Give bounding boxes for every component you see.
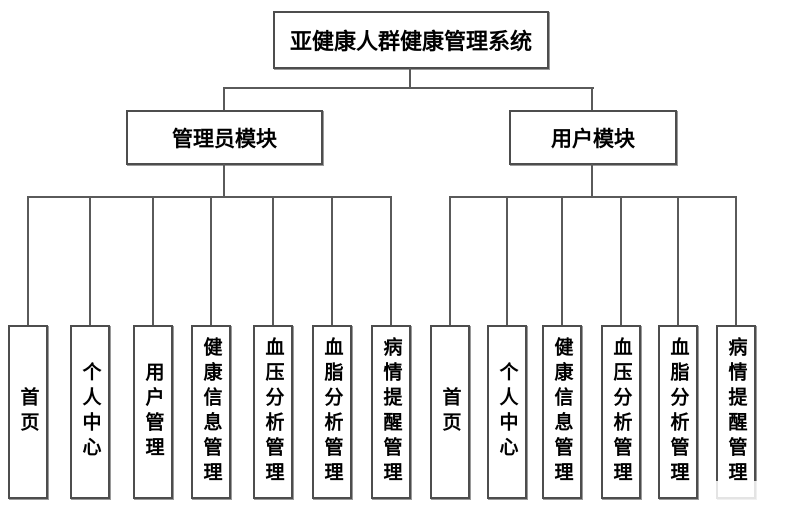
leaf-label: 健康信息管理 <box>551 337 573 487</box>
leaf-label: 首页 <box>17 387 39 437</box>
leaf-user-blood-lipid-analysis: 血脂分析管理 <box>658 325 698 499</box>
leaf-user-home: 首页 <box>430 325 470 499</box>
leaf-label: 个人中心 <box>496 362 518 462</box>
connector-drop <box>506 196 508 326</box>
connector-drop <box>561 196 563 326</box>
connector-drop <box>449 196 451 326</box>
connector-drop <box>390 196 392 326</box>
node-admin-module-label: 管理员模块 <box>172 126 277 151</box>
node-admin-module: 管理员模块 <box>126 110 323 165</box>
leaf-admin-blood-pressure-analysis: 血压分析管理 <box>253 325 293 499</box>
leaf-admin-home: 首页 <box>8 325 48 499</box>
watermark-wash <box>705 481 802 508</box>
connector-admin-bus <box>27 196 392 198</box>
leaf-user-illness-reminder-management: 病情提醒管理 <box>716 325 756 499</box>
node-root-system: 亚健康人群健康管理系统 <box>273 11 549 69</box>
leaf-label: 血脂分析管理 <box>321 337 343 487</box>
leaf-user-blood-pressure-analysis: 血压分析管理 <box>601 325 641 499</box>
connector-level1-bus <box>224 87 594 89</box>
node-user-module-label: 用户模块 <box>551 126 635 151</box>
leaf-label: 个人中心 <box>79 362 101 462</box>
leaf-label: 首页 <box>439 387 461 437</box>
leaf-admin-personal-center: 个人中心 <box>70 325 110 499</box>
leaf-admin-blood-lipid-analysis: 血脂分析管理 <box>312 325 352 499</box>
connector-drop <box>210 196 212 326</box>
connector-drop <box>89 196 91 326</box>
leaf-label: 病情提醒管理 <box>725 337 747 487</box>
connector-drop <box>152 196 154 326</box>
connector-user-bus <box>449 196 737 198</box>
connector-admin-stem <box>223 164 225 197</box>
connector-drop <box>272 196 274 326</box>
leaf-user-health-info-management: 健康信息管理 <box>542 325 582 499</box>
leaf-label: 健康信息管理 <box>200 337 222 487</box>
leaf-label: 血压分析管理 <box>610 337 632 487</box>
connector-drop <box>620 196 622 326</box>
leaf-label: 用户管理 <box>142 362 164 462</box>
leaf-admin-user-management: 用户管理 <box>133 325 173 499</box>
connector-drop <box>735 196 737 326</box>
connector-drop <box>27 196 29 326</box>
connector-drop <box>331 196 333 326</box>
connector-user-drop <box>591 87 593 111</box>
leaf-label: 血脂分析管理 <box>667 337 689 487</box>
leaf-admin-illness-reminder-management: 病情提醒管理 <box>371 325 411 499</box>
leaf-label: 血压分析管理 <box>262 337 284 487</box>
leaf-admin-health-info-management: 健康信息管理 <box>191 325 231 499</box>
leaf-user-personal-center: 个人中心 <box>487 325 527 499</box>
node-root-label: 亚健康人群健康管理系统 <box>289 29 532 54</box>
connector-root-stem <box>409 68 411 88</box>
node-user-module: 用户模块 <box>509 110 677 165</box>
connector-user-stem <box>591 164 593 197</box>
leaf-label: 病情提醒管理 <box>380 337 402 487</box>
connector-drop <box>677 196 679 326</box>
connector-admin-drop <box>223 87 225 111</box>
